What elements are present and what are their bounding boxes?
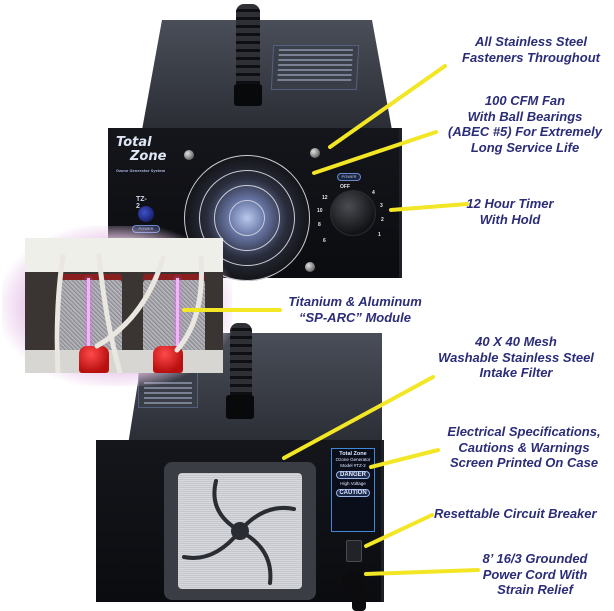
callout-line: Strain Relief [497,582,573,597]
carry-handle [230,323,252,411]
dial-number: 6 [323,238,326,244]
callout-line: Fasteners Throughout [462,49,600,65]
circuit-breaker[interactable] [346,540,362,562]
callout-filter: 40 X 40 Mesh Washable Stainless Steel In… [424,334,608,381]
callout-line: (ABEC #5) For Extremely [448,124,602,139]
callout-line: 12 Hour Timer [466,196,554,211]
fan-guard-ring [214,185,280,251]
dial-number: 4 [372,190,375,196]
callout-line: Power Cord With [482,566,588,582]
callout-line: Washable Stainless Steel [438,349,594,365]
label-line: Model #TZ-2 [340,463,366,468]
dial-number: 12 [322,195,328,201]
sp-arc-module-photo [25,238,223,373]
module-top-bar [25,238,223,272]
callout-specs: Electrical Specifications, Cautions & Wa… [436,424,612,471]
callout-breaker: Resettable Circuit Breaker [434,506,614,522]
callout-line: Long Service Life [470,139,580,155]
logo-tagline: Ozone Generator System [116,169,166,173]
callout-module: Titanium & Aluminum “SP-ARC” Module [275,294,435,325]
callout-line: 8’ 16/3 Grounded [482,551,588,566]
handle-mount [234,84,262,106]
danger-tag: DANGER [336,471,370,479]
brand-logo: Total Zone Ozone Generator System [116,136,166,178]
timer-off-label: OFF [340,184,350,190]
wires [54,253,204,373]
power-cord-cable [352,585,366,611]
callout-line: 40 X 40 Mesh [475,334,557,349]
handle-mount [226,395,254,419]
logo-line2: Zone [130,149,167,164]
label-line: High Voltage [340,481,366,486]
callout-line: Electrical Specifications, [447,424,601,439]
plasma-arc [176,278,179,352]
tube-cap [60,274,122,282]
dial-number: 1 [378,232,381,238]
logo-line1: Total [116,135,152,150]
leader-line-timer [389,202,469,212]
fan-guard-ring [184,155,310,281]
callout-line: “SP-ARC” Module [299,309,411,325]
callout-line: With Ball Bearings [467,108,583,124]
plasma-arc [87,278,90,352]
fan-guard-ring [199,170,295,266]
callout-fan: 100 CFM Fan With Ball Bearings (ABEC #5)… [436,93,614,155]
callout-line: All Stainless Steel [475,34,587,49]
screw-bottom-right [305,262,315,272]
screw-top-right [310,148,320,158]
model-number: TZ-2 [136,196,147,210]
carry-handle [236,4,260,88]
dial-number: 10 [317,208,323,214]
callout-line: Cautions & Warnings [458,439,590,455]
callout-cord: 8’ 16/3 Grounded Power Cord With Strain … [476,551,594,598]
dial-number: 2 [381,217,384,223]
tube-cap [143,274,205,282]
electrical-specs-label: Total Zone Ozone Generator Model #TZ-2 D… [331,448,375,532]
caution-tag: CAUTION [336,489,370,497]
callout-timer: 12 Hour Timer With Hold [460,196,560,227]
screw-top-left [184,150,194,160]
callout-line: Titanium & Aluminum [288,294,422,309]
timer-label: POWER [337,173,361,181]
dial-number: 8 [318,222,321,228]
callout-line: Screen Printed On Case [449,455,599,470]
fan-blades-icon [182,479,296,585]
callout-line: Intake Filter [479,365,553,380]
callout-line: 100 CFM Fan [484,93,566,108]
top-info-plate [270,45,360,90]
fan-guard-ring [229,200,265,236]
timer-knob[interactable] [330,190,376,236]
callout-line: With Hold [479,211,541,227]
power-button[interactable] [138,206,154,222]
dial-number: 3 [380,203,383,209]
callout-fasteners: All Stainless Steel Fasteners Throughout [446,34,614,65]
red-terminal-cap [79,346,109,373]
callout-line: Resettable Circuit Breaker [434,506,597,521]
